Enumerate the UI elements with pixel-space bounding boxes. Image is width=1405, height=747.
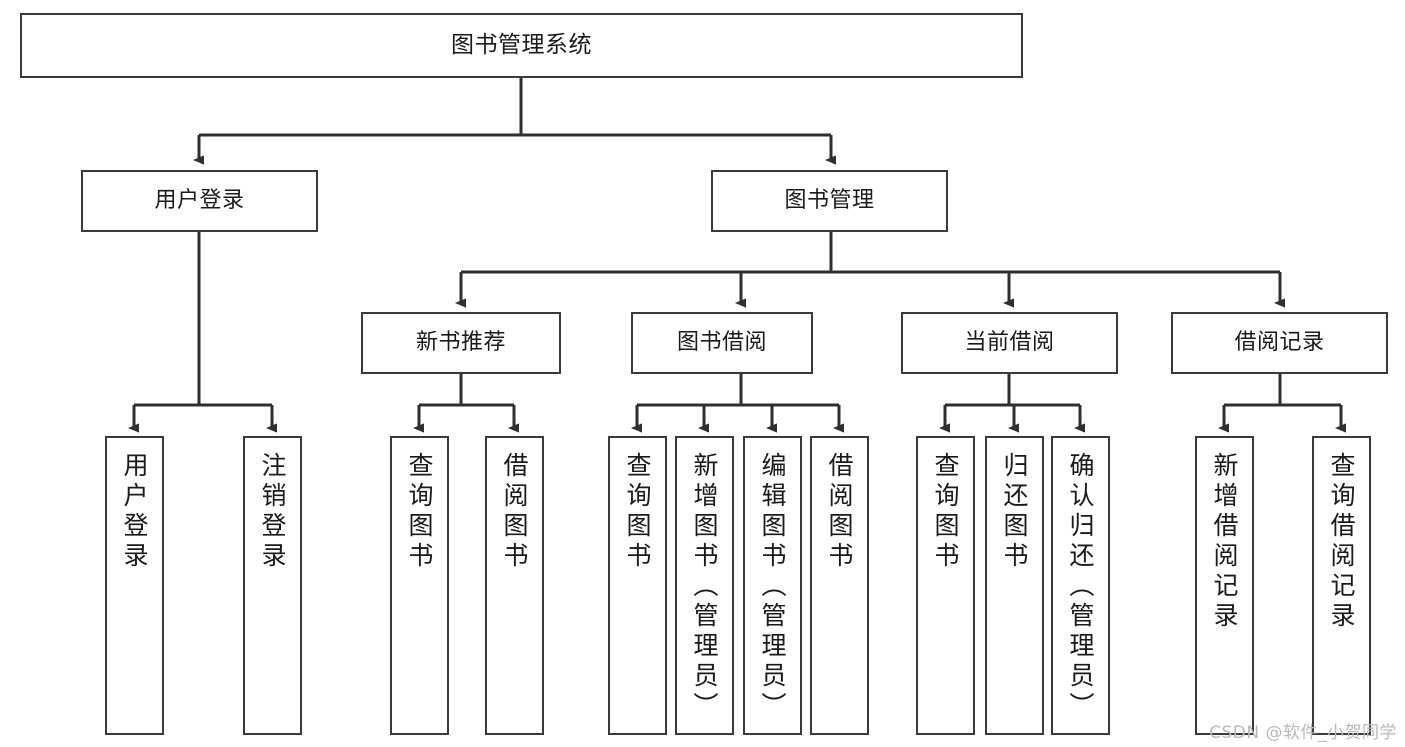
node-label: 查询借阅记录 <box>1327 452 1356 632</box>
leaf-return-book[interactable]: 归还图书 <box>985 436 1044 735</box>
node-label: 图书管理 <box>784 187 875 213</box>
leaf-query-book-current[interactable]: 查询图书 <box>916 436 975 735</box>
node-label: 查询图书 <box>405 452 434 572</box>
leaf-add-book-admin[interactable]: 新增图书（管理员） <box>675 436 734 735</box>
leaf-confirm-return-admin[interactable]: 确认归还（管理员） <box>1051 436 1110 735</box>
node-label: 用户登录 <box>154 187 245 213</box>
node-user-login[interactable]: 用户登录 <box>81 170 318 232</box>
node-label: 借阅记录 <box>1234 329 1325 355</box>
node-label: 图书借阅 <box>676 329 767 355</box>
node-label: 新书推荐 <box>415 329 506 355</box>
leaf-user-login[interactable]: 用户登录 <box>105 436 164 735</box>
leaf-query-book-recommend[interactable]: 查询图书 <box>390 436 449 735</box>
leaf-borrow-book-recommend[interactable]: 借阅图书 <box>485 436 544 735</box>
node-label: 新增借阅记录 <box>1210 452 1239 632</box>
node-label: 借阅图书 <box>825 452 854 572</box>
node-label: 当前借阅 <box>964 329 1055 355</box>
leaf-borrow-book[interactable]: 借阅图书 <box>810 436 869 735</box>
node-new-book-recommendation[interactable]: 新书推荐 <box>361 312 561 374</box>
watermark-text: CSDN @软件_小贺同学 <box>1209 723 1397 743</box>
node-label: 查询图书 <box>623 452 652 572</box>
node-label: 图书管理系统 <box>451 32 592 59</box>
node-current-borrowing[interactable]: 当前借阅 <box>901 312 1118 374</box>
node-label: 归还图书 <box>1000 452 1029 572</box>
node-label: 新增图书（管理员） <box>690 452 719 722</box>
node-label: 查询图书 <box>931 452 960 572</box>
node-label: 注销登录 <box>258 452 287 572</box>
node-root-library-management-system[interactable]: 图书管理系统 <box>20 13 1023 78</box>
leaf-query-borrow-record[interactable]: 查询借阅记录 <box>1312 436 1371 735</box>
node-book-management[interactable]: 图书管理 <box>711 170 948 232</box>
node-label: 确认归还（管理员） <box>1066 452 1095 722</box>
node-label: 编辑图书（管理员） <box>758 452 787 722</box>
leaf-edit-book-admin[interactable]: 编辑图书（管理员） <box>743 436 802 735</box>
node-borrowing-record[interactable]: 借阅记录 <box>1171 312 1388 374</box>
node-label: 用户登录 <box>120 452 149 572</box>
leaf-logout[interactable]: 注销登录 <box>243 436 302 735</box>
leaf-add-borrow-record[interactable]: 新增借阅记录 <box>1195 436 1254 735</box>
leaf-query-book-borrow[interactable]: 查询图书 <box>608 436 667 735</box>
node-book-borrowing[interactable]: 图书借阅 <box>631 312 813 374</box>
node-label: 借阅图书 <box>500 452 529 572</box>
